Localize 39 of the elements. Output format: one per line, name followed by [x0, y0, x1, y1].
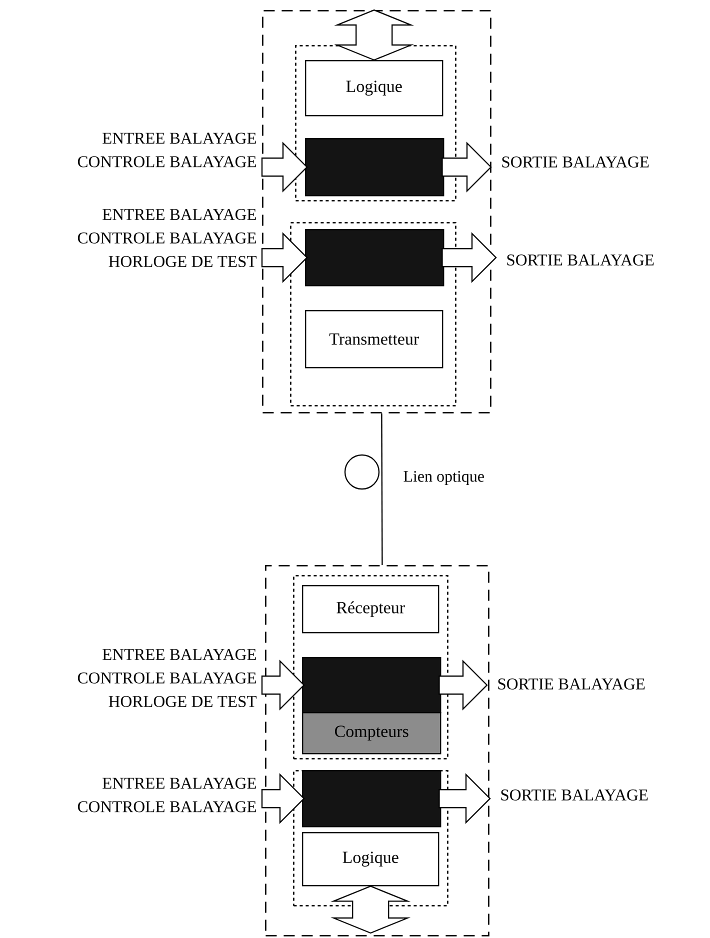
block-frame [293, 575, 448, 760]
signal-label: CONTROLE BALAYAGE [78, 232, 256, 244]
signal-label: HORLOGE DE TEST [108, 256, 257, 268]
signal-label: CONTROLE BALAYAGE [78, 801, 256, 812]
module-frame [262, 10, 492, 414]
hollow-arrow [334, 9, 414, 61]
register-block [305, 138, 444, 196]
counter-box: Compteurs [302, 712, 442, 754]
process-box: Transmetteur [305, 310, 444, 368]
signal-label: SORTIE BALAYAGE [501, 789, 648, 801]
register-block [305, 229, 444, 286]
hollow-arrow [261, 232, 308, 284]
signal-label: ENTREE BALAYAGE [102, 648, 256, 660]
hollow-arrow [438, 660, 488, 711]
signal-label: SORTIE BALAYAGE [498, 678, 645, 690]
process-box: Récepteur [302, 585, 440, 634]
hollow-arrow [442, 232, 497, 284]
signal-label: HORLOGE DE TEST [108, 696, 257, 708]
hollow-arrow [438, 773, 491, 824]
block-frame [290, 222, 456, 406]
signal-label: SORTIE BALAYAGE [502, 156, 649, 168]
signal-label: SORTIE BALAYAGE [507, 254, 654, 266]
module-frame [265, 565, 490, 936]
hollow-arrow [261, 660, 305, 711]
register-block [302, 770, 442, 828]
hollow-arrow [261, 142, 308, 193]
signal-label: CONTROLE BALAYAGE [78, 156, 256, 168]
signal-label: ENTREE BALAYAGE [102, 132, 256, 144]
register-block [302, 657, 442, 714]
signal-label: ENTREE BALAYAGE [102, 208, 256, 220]
signal-label: ENTREE BALAYAGE [102, 778, 256, 789]
edge-label: Lien optique [402, 470, 486, 486]
hollow-arrow [330, 886, 411, 934]
process-box: Logique [302, 832, 440, 886]
process-box: Logique [305, 60, 444, 116]
hollow-arrow [442, 142, 492, 193]
hollow-arrow [261, 773, 305, 824]
signal-label: CONTROLE BALAYAGE [78, 672, 256, 684]
optical-link-line [381, 413, 383, 566]
